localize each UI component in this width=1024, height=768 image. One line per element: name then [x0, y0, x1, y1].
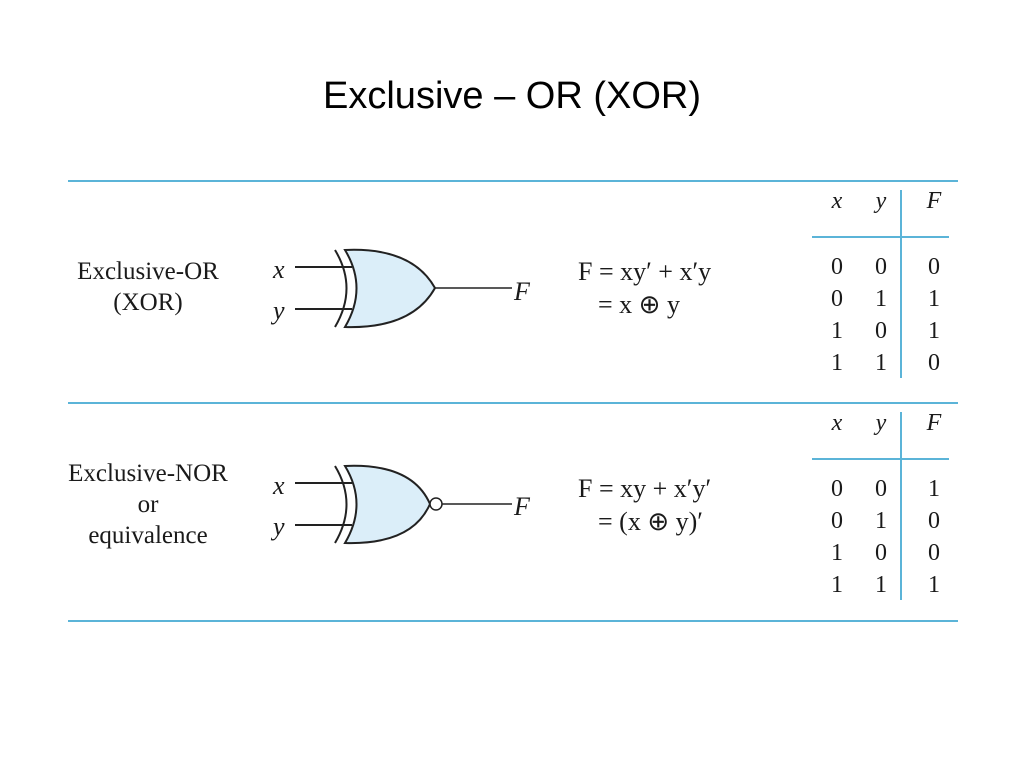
xnor-gate-symbol: [295, 464, 512, 545]
table-row: 0 0 0: [812, 254, 952, 286]
cell-y: 0: [875, 318, 887, 344]
cell-x: 1: [831, 540, 843, 566]
xor-formula-line-2: = x ⊕ y: [598, 290, 680, 319]
table-row: 1 1 1: [812, 572, 952, 604]
cell-x: 1: [831, 350, 843, 376]
header-f: F: [926, 410, 942, 436]
cell-f: 1: [928, 572, 940, 598]
xor-formula-line-1: F = xy′ + x′y: [578, 257, 712, 286]
table-row: 1 1 0: [812, 350, 952, 382]
cell-y: 1: [875, 572, 887, 598]
table-row: 1 0 0: [812, 540, 952, 572]
xnor-output-label: F: [514, 492, 530, 521]
xor-input-y-label: y: [273, 296, 285, 325]
cell-y: 0: [875, 476, 887, 502]
table-row: 0 0 1: [812, 476, 952, 508]
xnor-truth-table-header-rule: [812, 458, 949, 460]
cell-f: 0: [928, 508, 940, 534]
header-y: y: [875, 188, 887, 214]
header-f: F: [926, 188, 942, 214]
xor-name-line-1: Exclusive-OR: [77, 258, 219, 285]
cell-y: 0: [875, 254, 887, 280]
cell-f: 0: [928, 254, 940, 280]
table-bottom-rule: [68, 620, 958, 622]
xor-gate-symbol: [295, 248, 512, 329]
slide-title: Exclusive – OR (XOR): [323, 75, 701, 117]
xnor-gate-name: Exclusive-NOR or equivalence: [48, 458, 248, 551]
xnor-input-x-label: x: [273, 471, 285, 500]
xnor-name-line-2: or: [137, 491, 159, 518]
xor-truth-table-header: x y F: [812, 188, 952, 222]
cell-f: 0: [928, 350, 940, 376]
xor-name-line-2: (XOR): [113, 289, 183, 316]
xnor-name-line-3: equivalence: [88, 522, 208, 549]
cell-f: 0: [928, 540, 940, 566]
xnor-formula-line-1: F = xy + x′y′: [578, 474, 712, 503]
header-x: x: [831, 188, 843, 214]
xor-input-x-label: x: [273, 255, 285, 284]
cell-f: 1: [928, 318, 940, 344]
xor-truth-table-header-rule: [812, 236, 949, 238]
cell-y: 1: [875, 350, 887, 376]
cell-x: 1: [831, 572, 843, 598]
cell-x: 1: [831, 318, 843, 344]
table-top-rule: [68, 180, 958, 182]
xor-truth-table-column-rule: [900, 190, 902, 378]
table-row: 0 1 1: [812, 286, 952, 318]
cell-y: 1: [875, 508, 887, 534]
xnor-formula: F = xy + x′y′ = (x ⊕ y)′: [578, 472, 711, 538]
header-x: x: [831, 410, 843, 436]
xor-formula: F = xy′ + x′y = x ⊕ y: [578, 255, 711, 321]
header-y: y: [875, 410, 887, 436]
cell-x: 0: [831, 508, 843, 534]
table-row: 1 0 1: [812, 318, 952, 350]
cell-y: 0: [875, 540, 887, 566]
cell-x: 0: [831, 476, 843, 502]
cell-y: 1: [875, 286, 887, 312]
cell-x: 0: [831, 286, 843, 312]
cell-x: 0: [831, 254, 843, 280]
table-row: 0 1 0: [812, 508, 952, 540]
xnor-truth-table-header: x y F: [812, 410, 952, 444]
xnor-input-y-label: y: [273, 512, 285, 541]
xor-output-label: F: [514, 277, 530, 306]
xnor-truth-table-column-rule: [900, 412, 902, 600]
cell-f: 1: [928, 286, 940, 312]
table-middle-rule: [68, 402, 958, 404]
xnor-name-line-1: Exclusive-NOR: [68, 460, 228, 487]
cell-f: 1: [928, 476, 940, 502]
xnor-formula-line-2: = (x ⊕ y)′: [598, 507, 703, 536]
inversion-bubble: [429, 497, 443, 511]
xor-gate-name: Exclusive-OR (XOR): [48, 256, 248, 318]
